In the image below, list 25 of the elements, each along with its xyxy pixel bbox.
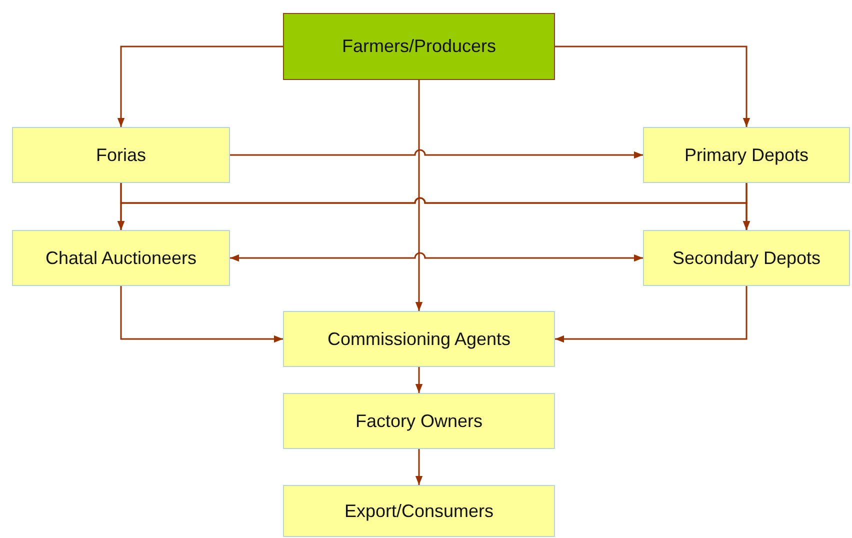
- arrow: [415, 449, 423, 485]
- arrow: [117, 46, 283, 127]
- process-box: [283, 311, 555, 367]
- arrow: [120, 286, 283, 343]
- process-box: [12, 127, 230, 183]
- box-label: Primary Depots: [684, 144, 809, 167]
- box-label: Forias: [96, 144, 146, 166]
- box-label: Chatal Auctioneers: [45, 246, 197, 270]
- arrow: [555, 286, 748, 343]
- box-label: Commissioning Agents: [327, 328, 511, 351]
- arrow: [555, 46, 750, 127]
- process-box: [643, 230, 850, 286]
- box-label: Secondary Depots: [672, 246, 821, 270]
- process-box: [283, 485, 555, 537]
- box-label: Export/Consumers: [344, 500, 494, 523]
- process-box: [283, 393, 555, 449]
- process-box: [643, 127, 850, 183]
- box-label: Factory Owners: [355, 410, 483, 433]
- box-label: Farmers/Producers: [342, 35, 496, 58]
- arrow: [230, 149, 643, 159]
- arrow: [230, 252, 643, 262]
- process-box: [283, 13, 555, 80]
- arrow: [415, 80, 423, 311]
- arrow: [415, 367, 423, 393]
- process-box: [12, 230, 230, 286]
